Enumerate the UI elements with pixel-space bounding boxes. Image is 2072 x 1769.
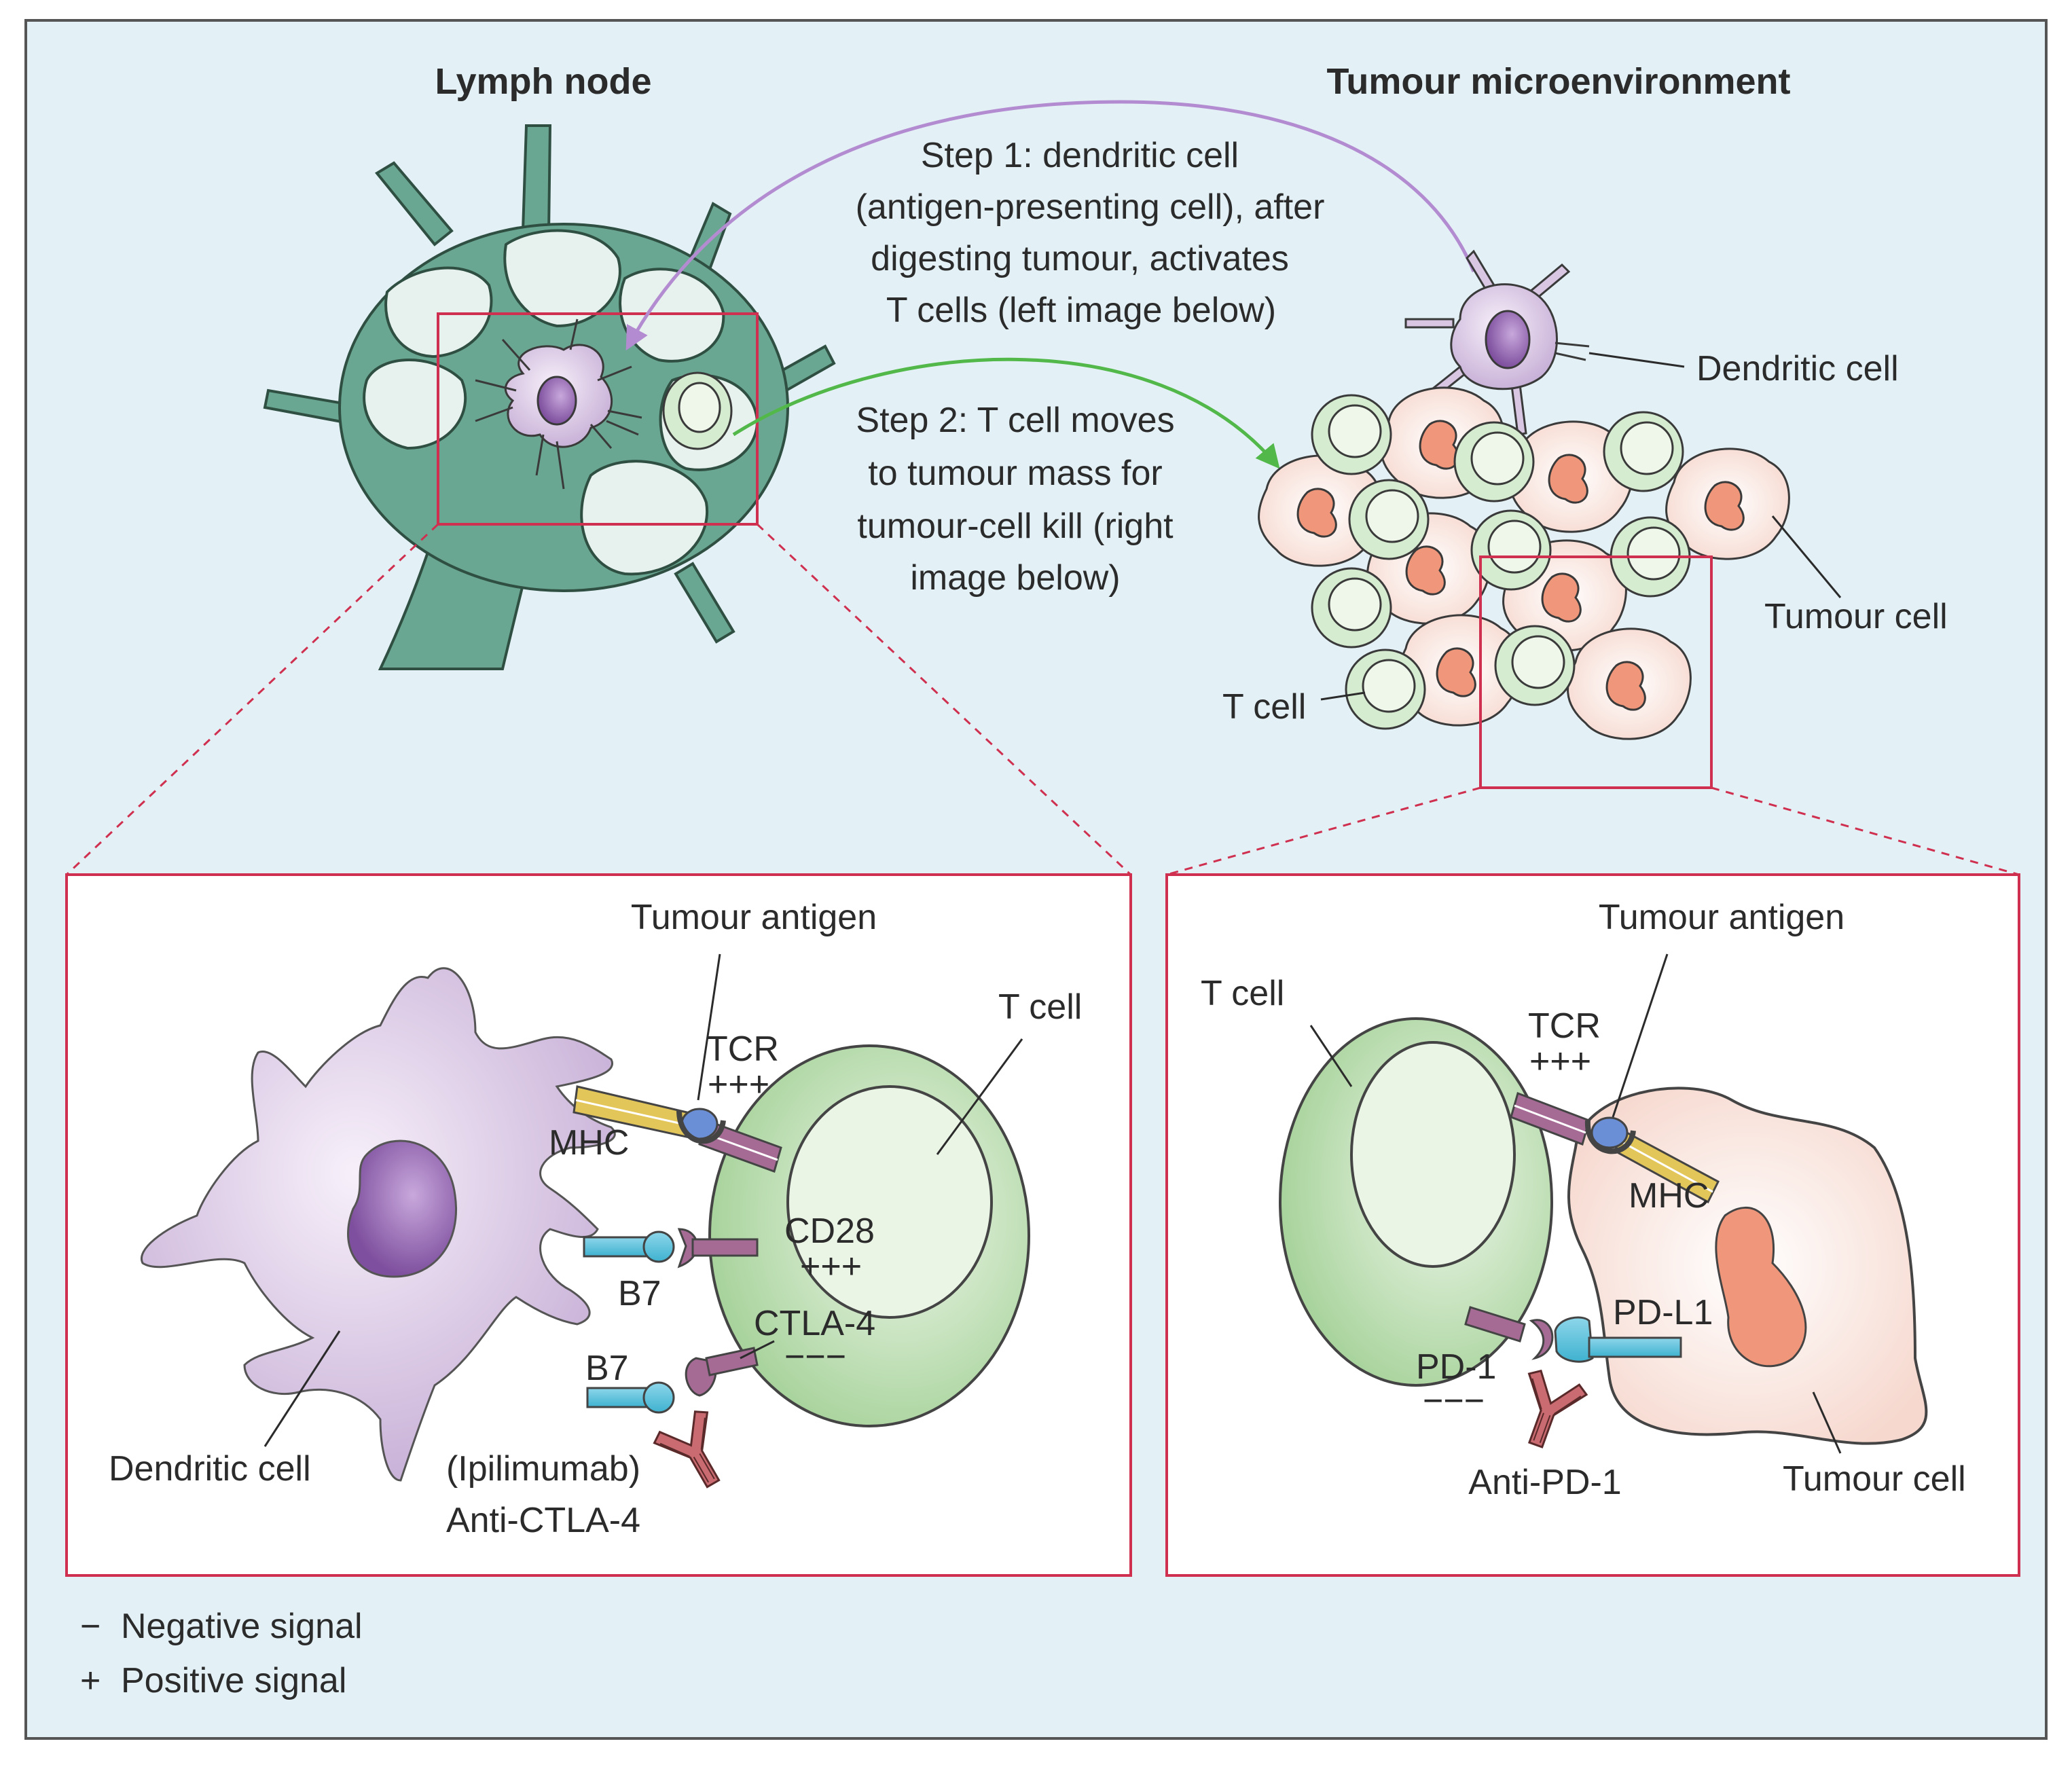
tumour-cell xyxy=(1509,420,1634,533)
step2-line3: tumour-cell kill (right xyxy=(857,507,1174,546)
t-cell xyxy=(1311,394,1392,475)
header-tumour-microenvironment: Tumour microenvironment xyxy=(1326,61,1790,102)
t-cell xyxy=(1348,479,1430,560)
t-cell xyxy=(1470,509,1552,591)
leader-dendritic-left xyxy=(263,1330,341,1447)
leader-t-cell-left xyxy=(936,1038,1023,1155)
left-b7-ctla4 xyxy=(586,1347,759,1414)
label-b7-lower: B7 xyxy=(585,1349,629,1388)
label-anti-ctla4: Anti-CTLA-4 xyxy=(446,1501,640,1540)
legend-negative-label: Negative signal xyxy=(121,1607,363,1646)
left-mhc-tcr-complex xyxy=(572,1085,782,1173)
step1-text: Step 1: dendritic cell (antigen-presenti… xyxy=(856,136,1325,330)
t-cell xyxy=(1603,411,1684,492)
step2-text: Step 2: T cell moves to tumour mass for … xyxy=(856,401,1174,598)
label-tumour-cell-right: Tumour cell xyxy=(1783,1459,1966,1499)
leader-tumour xyxy=(1771,515,1842,598)
lymph-t-cell xyxy=(662,371,733,450)
anti-pd1-antibody xyxy=(1527,1369,1588,1448)
t-cell xyxy=(1311,567,1392,649)
tumour-antigen-right xyxy=(1591,1116,1629,1149)
label-mhc-left: MHC xyxy=(549,1123,629,1163)
label-mhc-right: MHC xyxy=(1629,1176,1709,1216)
t-cell-nucleus xyxy=(786,1085,993,1319)
label-ctla4: CTLA-4 xyxy=(754,1304,875,1343)
anti-ctla4-antibody xyxy=(653,1410,721,1489)
label-ipilimumab: (Ipilimumab) xyxy=(446,1449,640,1489)
step1-line2: (antigen-presenting cell), after xyxy=(856,187,1325,227)
label-cd28: CD28 xyxy=(784,1211,875,1251)
leader-dendritic xyxy=(1588,352,1685,368)
t-cell xyxy=(1453,421,1535,503)
step1-line1: Step 1: dendritic cell xyxy=(921,136,1239,175)
leader-antigen-right xyxy=(1612,953,1669,1118)
label-cd28-signal: +++ xyxy=(800,1247,862,1286)
tme-t-cells xyxy=(1311,394,1691,730)
label-pdl1: PD-L1 xyxy=(1613,1293,1713,1332)
t-cell xyxy=(1345,649,1426,730)
leader-ctla4 xyxy=(740,1340,775,1360)
header-lymph-node: Lymph node xyxy=(435,61,652,102)
legend-negative-symbol: − xyxy=(80,1607,101,1646)
left-t-cell xyxy=(708,1044,1030,1427)
label-tcr-left: TCR xyxy=(706,1029,779,1069)
label-anti-pd1: Anti-PD-1 xyxy=(1468,1463,1621,1502)
label-tumour-antigen-right: Tumour antigen xyxy=(1599,898,1844,937)
right-mhc-tcr-complex xyxy=(1510,1092,1720,1204)
leader-t-cell xyxy=(1320,691,1366,701)
right-t-cell xyxy=(1279,1017,1553,1387)
leader-t-cell-right xyxy=(1309,1025,1353,1087)
t-cell-nucleus xyxy=(1350,1041,1516,1268)
tumour-cell xyxy=(1397,614,1522,727)
label-ctla4-signal: −−− xyxy=(784,1337,846,1376)
step2-line4: image below) xyxy=(910,558,1120,598)
step1-line4: T cells (left image below) xyxy=(886,291,1276,330)
label-dendritic-cell-top: Dendritic cell xyxy=(1696,349,1899,388)
label-pd1-signal: −−− xyxy=(1423,1381,1485,1421)
step1-line3: digesting tumour, activates xyxy=(871,239,1289,278)
label-tcr-signal-right: +++ xyxy=(1529,1042,1591,1081)
step2-line2: to tumour mass for xyxy=(868,454,1162,493)
zoom-lines xyxy=(65,523,2020,876)
legend: − Negative signal + Positive signal xyxy=(80,1607,363,1700)
label-t-cell-right: T cell xyxy=(1201,974,1284,1013)
tumour-cell xyxy=(1258,454,1383,567)
label-tcr-signal-left: +++ xyxy=(708,1065,769,1104)
label-tumour-cell-top: Tumour cell xyxy=(1764,597,1948,636)
legend-positive-symbol: + xyxy=(80,1661,101,1700)
label-tcr-right: TCR xyxy=(1528,1006,1601,1046)
leader-tumour-right xyxy=(1812,1391,1842,1454)
tumour-cell xyxy=(1567,627,1692,740)
tumour-mass xyxy=(1258,249,1790,740)
step2-arrow xyxy=(732,357,1280,469)
label-dendritic-cell-left: Dendritic cell xyxy=(109,1449,311,1489)
tumour-zoom-frame xyxy=(1479,555,1713,789)
dendritic-nucleus xyxy=(347,1139,457,1278)
label-tumour-antigen-left: Tumour antigen xyxy=(631,898,877,937)
step1-arrow xyxy=(625,100,1476,351)
left-dendritic-cell xyxy=(141,967,616,1482)
right-pd1-pdl1 xyxy=(1464,1306,1682,1363)
label-pd1: PD-1 xyxy=(1416,1347,1496,1387)
tumour-nucleus xyxy=(1715,1207,1807,1368)
t-cell xyxy=(1494,625,1576,706)
left-b7-cd28 xyxy=(583,1228,759,1269)
label-b7-upper: B7 xyxy=(618,1274,661,1313)
tme-tumour-cells xyxy=(1258,386,1790,740)
step2-line1: Step 2: T cell moves xyxy=(856,401,1174,440)
tumour-cell xyxy=(1665,448,1790,560)
lymph-dendritic-cell xyxy=(475,318,642,490)
label-t-cell-left: T cell xyxy=(998,987,1082,1027)
label-t-cell-top: T cell xyxy=(1222,687,1306,727)
leader-antigen-left xyxy=(697,953,721,1101)
legend-positive-label: Positive signal xyxy=(121,1661,346,1700)
